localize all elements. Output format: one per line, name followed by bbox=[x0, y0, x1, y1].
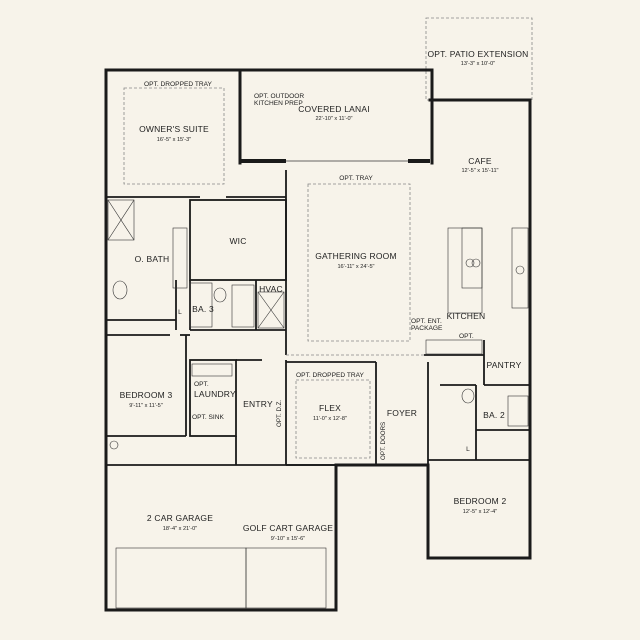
patio-ext-dim: 13'-3" x 10'-0" bbox=[461, 61, 495, 67]
bedroom2-dim: 12'-5" x 12'-4" bbox=[463, 509, 497, 515]
laundry-label: LAUNDRY bbox=[194, 389, 236, 399]
garage-label: 2 CAR GARAGE bbox=[147, 513, 213, 523]
ba3-label: BA. 3 bbox=[192, 304, 214, 314]
bedroom2-label: BEDROOM 2 bbox=[454, 496, 507, 506]
gathering-tray-label: OPT. TRAY bbox=[339, 175, 373, 182]
bedroom3-dim: 9'-11" x 11'-5" bbox=[129, 403, 163, 409]
patio-ext-label: OPT. PATIO EXTENSION bbox=[428, 49, 529, 59]
kitchen-opt-label: OPT. bbox=[459, 333, 474, 340]
owners-suite-label: OWNER'S SUITE bbox=[139, 124, 209, 134]
flex-tray-label: OPT. DROPPED TRAY bbox=[296, 372, 365, 379]
cafe-label: CAFE bbox=[468, 156, 492, 166]
opt-laundry-label: OPT. bbox=[194, 381, 209, 388]
entry-label: ENTRY bbox=[243, 399, 273, 409]
wic-label: WIC bbox=[229, 236, 246, 246]
cafe-dim: 12'-5" x 15'-11" bbox=[461, 168, 498, 174]
room-labels: OPT. DROPPED TRAY OWNER'S SUITE 16'-5" x… bbox=[120, 49, 529, 542]
opt-ent-pkg-label-2: PACKAGE bbox=[411, 325, 443, 332]
opt-dz-label: OPT. D.Z. bbox=[276, 400, 283, 427]
opt-doors-label: OPT. DOORS bbox=[380, 422, 387, 460]
bedroom3-label: BEDROOM 3 bbox=[120, 390, 173, 400]
flex-dim: 11'-0" x 12'-8" bbox=[313, 416, 347, 422]
pantry-label: PANTRY bbox=[487, 360, 522, 370]
gathering-room-dim: 16'-11" x 24'-5" bbox=[337, 264, 374, 270]
dropped-trays bbox=[123, 87, 424, 459]
foyer-label: FOYER bbox=[387, 408, 417, 418]
outdoor-kitchen-label-1: OPT. OUTDOOR bbox=[254, 93, 304, 100]
owners-suite-dim: 16'-5" x 15'-3" bbox=[157, 137, 191, 143]
ba2-label: BA. 2 bbox=[483, 410, 505, 420]
golf-cart-dim: 9'-10" x 15'-6" bbox=[271, 536, 305, 542]
gathering-room-label: GATHERING ROOM bbox=[315, 251, 397, 261]
golf-cart-label: GOLF CART GARAGE bbox=[243, 523, 333, 533]
opt-ent-pkg-label-1: OPT. ENT. bbox=[411, 318, 442, 325]
o-bath-label: O. BATH bbox=[135, 254, 170, 264]
l-bed2-label: L bbox=[466, 446, 470, 453]
owners-tray-label: OPT. DROPPED TRAY bbox=[144, 81, 213, 88]
covered-lanai-dim: 22'-10" x 11'-0" bbox=[315, 116, 352, 122]
garage-dim: 18'-4" x 21'-0" bbox=[163, 526, 197, 532]
flex-label: FLEX bbox=[319, 403, 341, 413]
fixtures bbox=[107, 199, 529, 609]
opt-sink-label: OPT. SINK bbox=[192, 414, 224, 421]
covered-lanai-label: COVERED LANAI bbox=[298, 104, 370, 114]
interior-walls bbox=[106, 170, 530, 466]
l-owner-label: L bbox=[178, 309, 182, 316]
hvac-label: HVAC bbox=[259, 284, 283, 294]
kitchen-label: KITCHEN bbox=[447, 311, 486, 321]
outdoor-kitchen-label-2: KITCHEN PREP bbox=[254, 100, 303, 107]
